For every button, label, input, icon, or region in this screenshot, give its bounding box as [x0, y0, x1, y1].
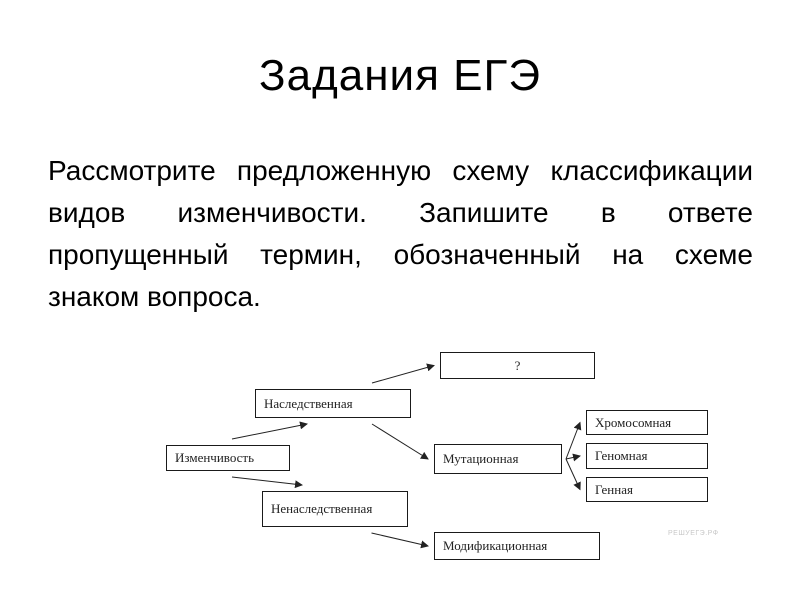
node-chromosomal: Хромосомная — [586, 410, 708, 435]
node-hereditary: Наследственная — [255, 389, 411, 418]
node-modification: Модификационная — [434, 532, 600, 560]
arrow-variability-to-hereditary — [231, 421, 308, 440]
arrow-mutational-to-genomic — [565, 453, 581, 462]
node-non-hereditary: Ненаследственная — [262, 491, 408, 527]
arrow-mutational-to-chromosomal — [565, 421, 582, 460]
task-text: Рассмотрите предложенную схему классифик… — [48, 155, 753, 312]
node-mutational: Мутационная — [434, 444, 562, 474]
arrow-variability-to-non_hereditary — [231, 476, 303, 489]
arrow-non_hereditary-to-modification — [371, 532, 429, 549]
arrow-hereditary-to-mutational — [371, 423, 429, 460]
arrow-mutational-to-gene — [565, 458, 581, 491]
site-watermark: РЕШУЕГЭ.РФ — [668, 530, 719, 537]
node-genomic: Геномная — [586, 443, 708, 469]
slide-title: Задания ЕГЭ — [259, 51, 541, 100]
node-variability: Изменчивость — [166, 445, 290, 471]
node-gene: Генная — [586, 477, 708, 502]
node-unknown-term: ? — [440, 352, 595, 379]
arrow-hereditary-to-unknown — [371, 363, 435, 384]
